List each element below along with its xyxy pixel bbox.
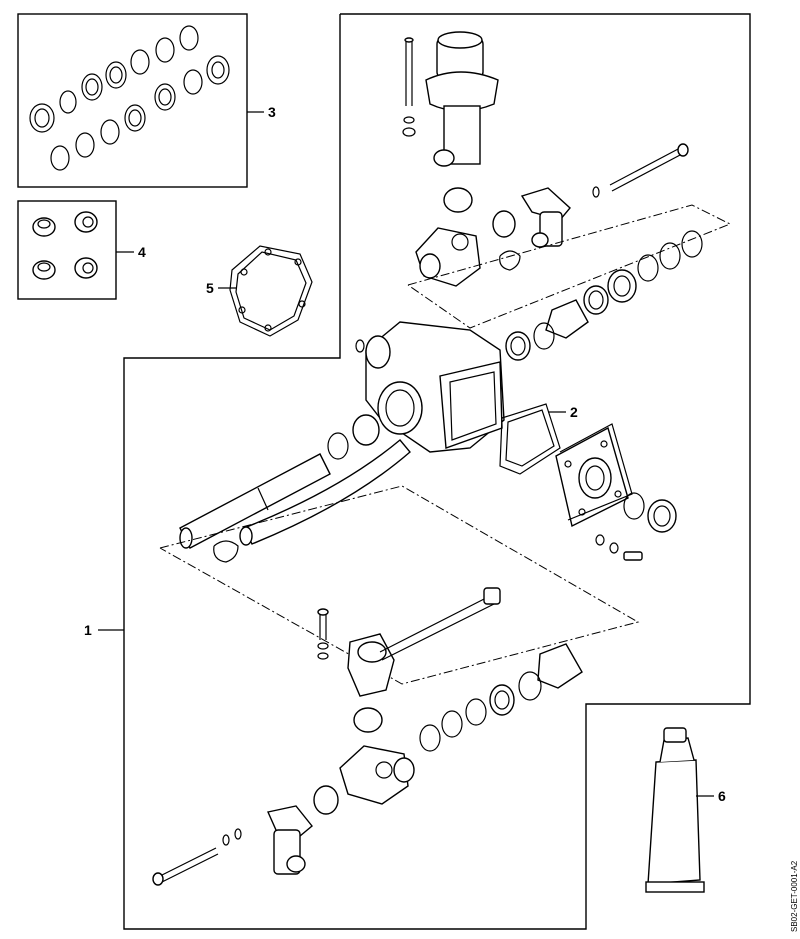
seal-row-lower	[419, 643, 583, 752]
kit-frame-3	[17, 13, 248, 188]
bolt-upper	[592, 143, 689, 198]
hose-clip-upper	[499, 250, 521, 271]
hose-clamp	[213, 540, 239, 563]
bypass-valve-lower	[347, 587, 501, 697]
bolt-lower-vertical	[317, 608, 329, 660]
check-valve-upper	[492, 210, 516, 238]
cover-seal	[623, 492, 645, 520]
flange-fitting-upper	[520, 187, 571, 248]
callout-3: 3	[268, 104, 276, 120]
callout-1: 1	[84, 622, 92, 638]
pump-cover-plate	[555, 423, 633, 528]
unloader-valve	[402, 31, 499, 167]
main-assembly-frame-1	[123, 13, 751, 930]
callout-4: 4	[138, 244, 146, 260]
nut-set	[32, 211, 98, 280]
return-hose	[239, 439, 411, 546]
outlet-fitting-lower	[339, 745, 415, 805]
kit-frame-4	[17, 200, 117, 300]
grease-tube	[645, 727, 705, 893]
bolt-lower	[152, 828, 242, 886]
valve-nut-upper	[443, 187, 473, 213]
cover-screw-set	[595, 534, 643, 561]
cover-nut	[647, 499, 677, 533]
seal-ring-set	[29, 25, 230, 171]
flange-fitting-lower	[267, 805, 313, 875]
valve-nut-lower	[353, 707, 383, 733]
inlet-seal	[327, 432, 349, 460]
cover-gasket	[229, 245, 313, 337]
outlet-fitting-upper	[415, 227, 481, 287]
pump-housing	[355, 321, 505, 453]
check-valve-lower	[313, 785, 339, 815]
suction-hose	[179, 453, 331, 549]
callout-5: 5	[206, 280, 214, 296]
seal-row-upper	[505, 230, 703, 361]
callout-6: 6	[718, 788, 726, 804]
flange-gasket	[499, 403, 561, 475]
callout-2: 2	[570, 404, 578, 420]
document-id: SB02-GET-0001-A2	[790, 860, 799, 932]
inlet-fitting	[352, 414, 380, 446]
